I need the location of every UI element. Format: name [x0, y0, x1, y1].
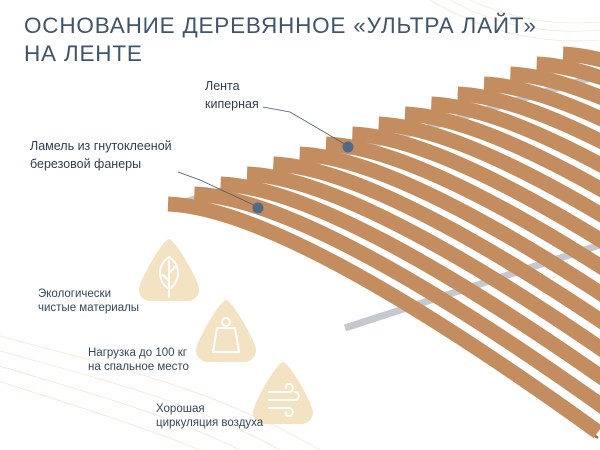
feature-load-line-2: на спальное место — [88, 361, 189, 373]
wooden-slat — [430, 96, 600, 173]
wooden-slat — [272, 156, 600, 330]
page-title: ОСНОВАНИЕ ДЕРЕВЯННОЕ «УЛЬТРА ЛАЙТ» НА ЛЕ… — [24, 12, 537, 68]
wooden-slat — [299, 146, 600, 302]
feature-airflow-line-1: Хорошая — [156, 403, 205, 415]
tape-callout-line-1: Лента — [205, 79, 240, 93]
wooden-slat — [404, 106, 600, 198]
wooden-slat — [562, 46, 600, 68]
tape-callout: Лента киперная — [205, 77, 259, 113]
weight-icon — [196, 300, 256, 362]
wooden-slat — [483, 76, 600, 127]
tape-callout-line-2: киперная — [205, 97, 259, 111]
wooden-slat — [351, 126, 600, 249]
feature-eco: Экологически чистые материалы — [38, 287, 139, 315]
leaf-icon — [139, 239, 199, 301]
slat-leader-line — [177, 171, 259, 208]
feature-airflow-line-2: циркуляция воздуха — [156, 417, 264, 429]
slat-callout-line-1: Ламель из гнутоклееной — [30, 139, 172, 153]
feature-airflow: Хорошая циркуляция воздуха — [156, 402, 263, 430]
feature-load-line-1: Нагрузка до 100 кг — [88, 347, 187, 359]
slats-group — [167, 46, 600, 440]
tape-leader-line — [262, 106, 349, 147]
slat-callout: Ламель из гнутоклееной березовой фанеры — [30, 137, 172, 173]
wooden-slat — [509, 66, 600, 106]
wooden-slat — [194, 186, 600, 414]
wooden-slat — [536, 56, 600, 86]
tape-marker-dot — [342, 141, 354, 153]
wooden-slat — [457, 86, 600, 150]
slat-marker-dot — [252, 202, 264, 214]
title-line-1: ОСНОВАНИЕ ДЕРЕВЯННОЕ «УЛЬТРА ЛАЙТ» — [24, 13, 537, 38]
wooden-slat — [378, 116, 600, 223]
wooden-slat — [325, 136, 600, 276]
callout-leaders — [177, 106, 354, 214]
wooden-slat — [246, 166, 600, 358]
airflow-icon — [253, 362, 313, 424]
slat-callout-line-2: березовой фанеры — [30, 157, 142, 171]
wooden-slat — [220, 176, 600, 386]
wooden-slat — [167, 196, 600, 439]
feature-eco-line-2: чистые материалы — [38, 302, 140, 314]
feature-load: Нагрузка до 100 кг на спальное место — [88, 346, 189, 374]
title-line-2: НА ЛЕНТЕ — [24, 41, 143, 66]
feature-eco-line-1: Экологически — [38, 288, 112, 300]
